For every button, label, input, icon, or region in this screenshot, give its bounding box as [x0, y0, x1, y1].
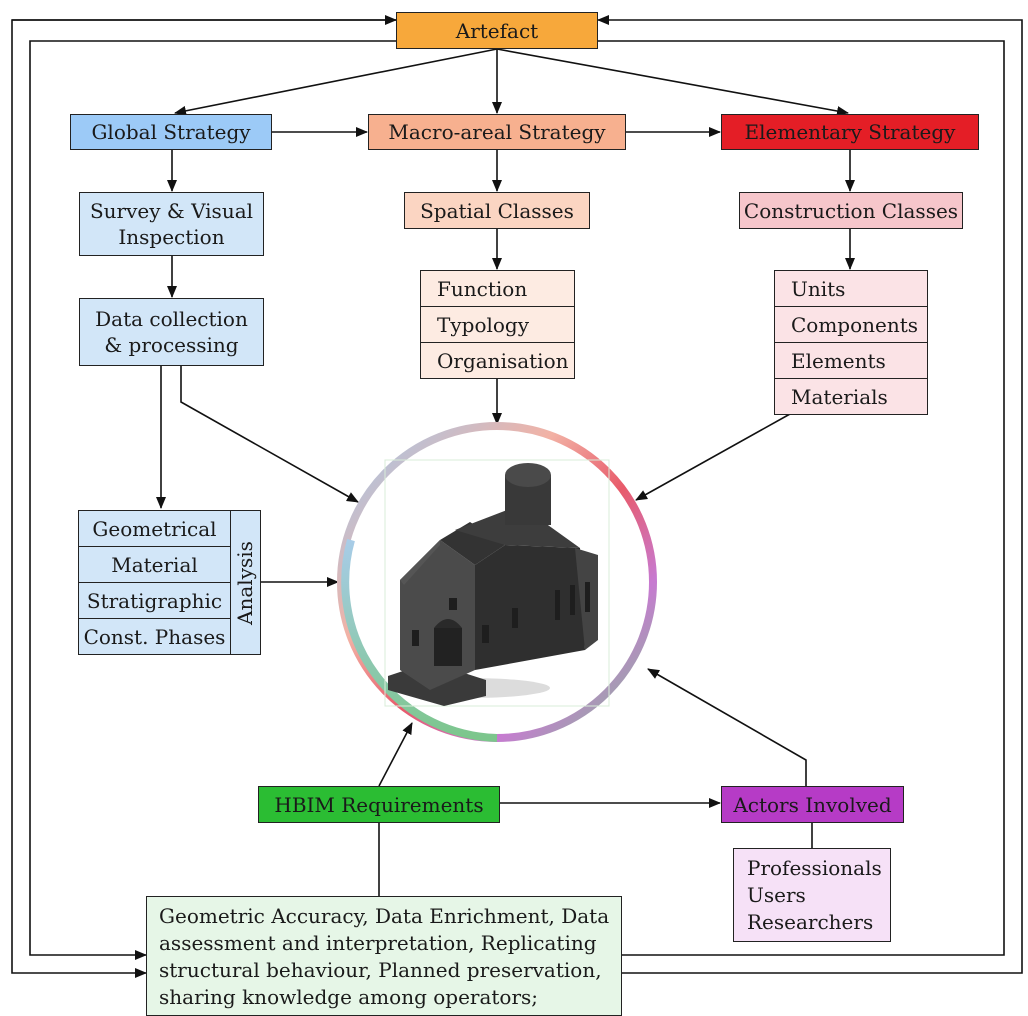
macro-areal-strategy-node: Macro-areal Strategy [368, 114, 626, 150]
edge-data-ring [180, 366, 359, 503]
edge-artefact-elementary [496, 48, 849, 116]
elementary-strategy-node: Elementary Strategy [721, 114, 979, 150]
construction-item: Materials [791, 385, 888, 409]
actors-list: Professionals Users Researchers [733, 848, 891, 942]
outer-loop-right-inner [598, 40, 1005, 956]
hbim-requirements-node: HBIM Requirements [258, 786, 500, 823]
artefact-ring-left-half [341, 538, 498, 742]
analysis-item: Stratigraphic [79, 583, 230, 619]
construction-item: Components [775, 307, 927, 343]
analysis-label: Analysis [233, 541, 257, 625]
artefact-node: Artefact [396, 12, 598, 49]
outer-loop-right [597, 15, 1023, 974]
spatial-classes-node: Spatial Classes [404, 192, 590, 229]
analysis-item: Geometrical [79, 511, 230, 547]
data-collection-processing-node: Data collection & processing [79, 298, 264, 366]
analysis-item: Material [79, 547, 230, 583]
building-frame [384, 459, 610, 707]
outer-loop-left [11, 19, 396, 978]
outer-loop-left-inner [29, 40, 396, 960]
spatial-item: Typology [421, 307, 574, 343]
analysis-list: Geometrical Material Stratigraphic Const… [78, 510, 231, 655]
analysis-label-box [230, 510, 261, 655]
spatial-classes-list: Function Typology Organisation [420, 270, 575, 379]
edge-artefact-global [174, 48, 498, 116]
construction-item: Elements [775, 343, 927, 379]
construction-classes-node: Construction Classes [739, 192, 963, 229]
spatial-item: Organisation [437, 349, 569, 373]
global-strategy-node: Global Strategy [70, 114, 272, 150]
edge-actors-ring [647, 668, 807, 786]
edge-construction-ring [635, 413, 791, 501]
spatial-item: Function [421, 271, 574, 307]
actors-involved-node: Actors Involved [721, 786, 904, 823]
analysis-item: Const. Phases [83, 625, 226, 649]
construction-item: Units [775, 271, 927, 307]
construction-classes-list: Units Components Elements Materials [774, 270, 928, 415]
hbim-requirements-text: Geometric Accuracy, Data Enrichment, Dat… [146, 896, 622, 1016]
survey-visual-inspection-node: Survey & Visual Inspection [79, 192, 264, 256]
edge-hbim-ring [378, 722, 413, 787]
building-illustration [388, 463, 598, 706]
